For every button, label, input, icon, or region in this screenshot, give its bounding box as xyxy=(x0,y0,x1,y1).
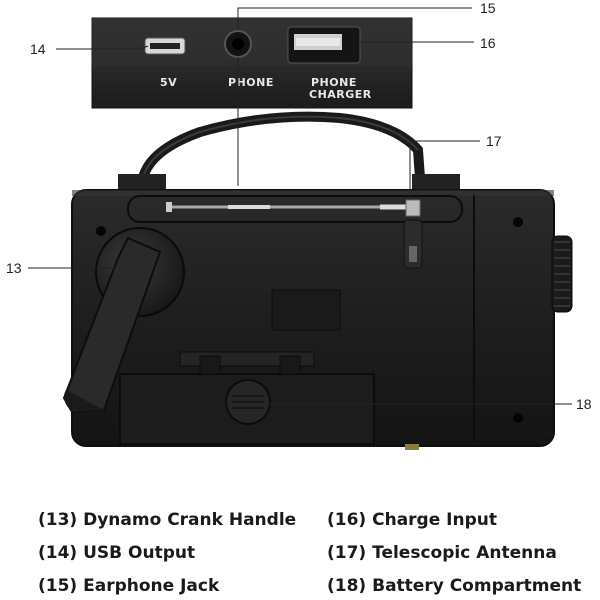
legend-dynamo-crank-handle: (13) Dynamo Crank Handle xyxy=(38,510,297,530)
callout-13: 13 xyxy=(6,260,22,276)
usb-port xyxy=(144,37,186,55)
callout-14: 14 xyxy=(30,41,46,57)
label-recess xyxy=(271,289,341,331)
legend-telescopic-antenna: (17) Telescopic Antenna xyxy=(327,543,557,563)
charger-port-label-line2: CHARGER xyxy=(309,88,372,101)
charge-input-port xyxy=(287,26,361,64)
legend-usb-output: (14) USB Output xyxy=(38,543,196,563)
legend-battery-compartment: (18) Battery Compartment xyxy=(327,576,582,596)
leader-lines xyxy=(28,7,572,405)
legend-earphone-jack: (15) Earphone Jack xyxy=(38,576,220,596)
callout-15: 15 xyxy=(480,0,496,16)
tuning-knob xyxy=(551,235,573,313)
battery-compartment xyxy=(119,351,375,445)
dynamo-crank-handle xyxy=(62,227,185,414)
callout-16: 16 xyxy=(480,35,496,51)
screw-hole-icon xyxy=(96,226,106,236)
radio-body xyxy=(71,189,573,450)
screw-hole-icon xyxy=(513,217,523,227)
charger-port-label-line1: PHONE xyxy=(311,76,357,89)
usb-port-label: 5V xyxy=(160,76,177,89)
port-panel: 5V PHONE PHONE CHARGER xyxy=(91,17,413,109)
phone-port-label: PHONE xyxy=(228,76,274,89)
callout-18: 18 xyxy=(576,396,592,412)
legend-charge-input: (16) Charge Input xyxy=(327,510,497,530)
earphone-jack xyxy=(224,30,252,58)
screw-hole-icon xyxy=(513,413,523,423)
telescopic-antenna xyxy=(127,195,463,269)
callout-17: 17 xyxy=(486,133,502,149)
